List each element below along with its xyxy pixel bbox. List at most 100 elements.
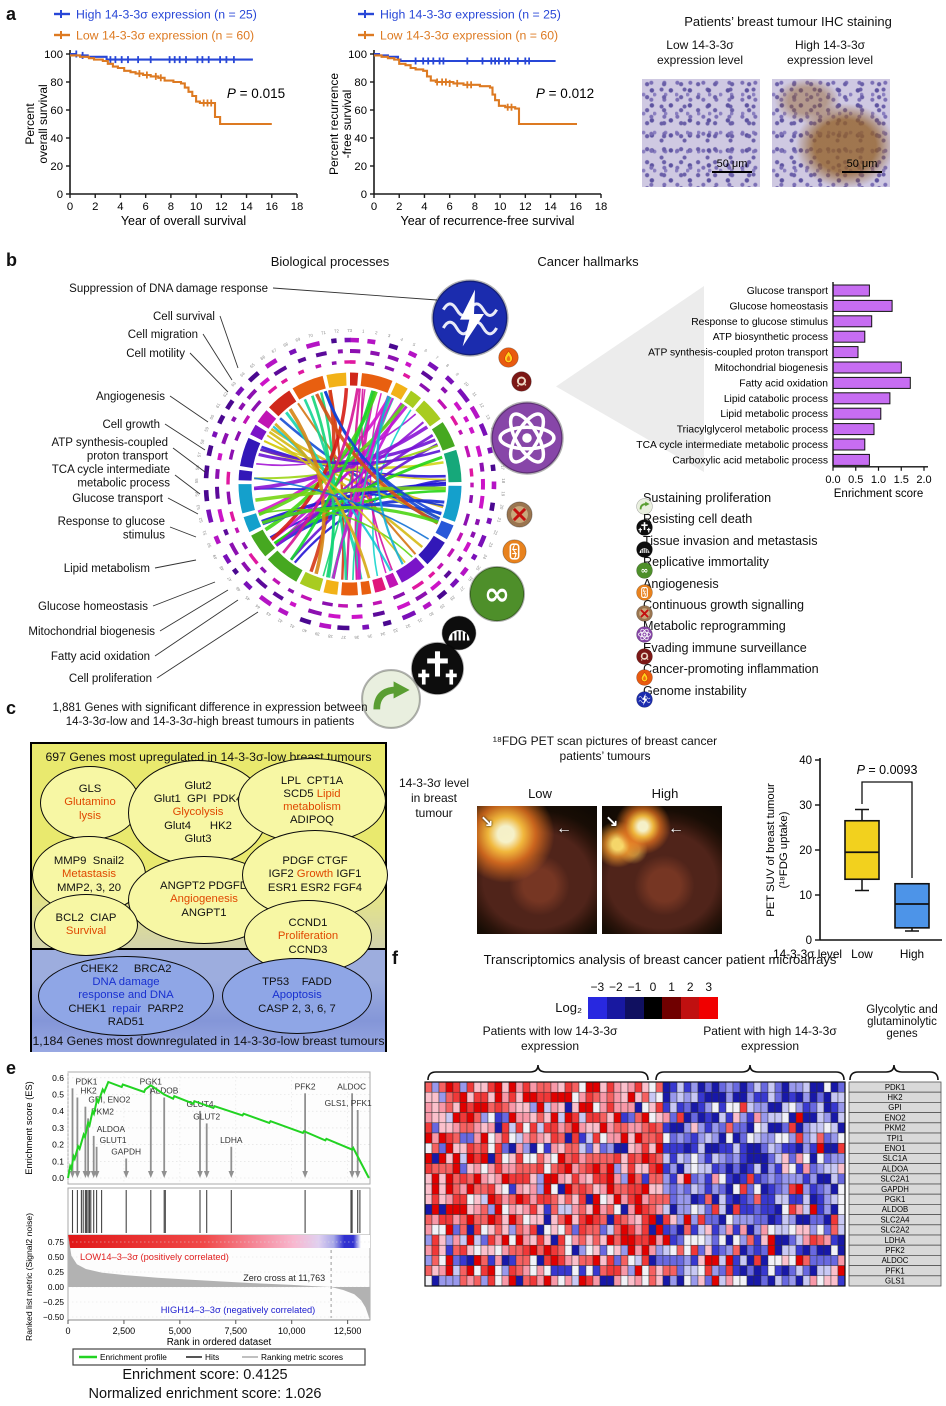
hallmark-legend-row: Resisting cell death [636, 509, 752, 537]
svg-text:33: 33 [392, 627, 399, 633]
box-ytick: 30 [799, 800, 812, 812]
bar-category-label: Fatty acid oxidation [739, 378, 828, 389]
panel-c-title-line2: 14-3-3σ-low and 14-3-3σ-high breast tumo… [65, 715, 355, 728]
km-ytick: 40 [50, 133, 63, 145]
km-overall-survival-chart: High 14-3-3σ expression (n = 25)Low 14-3… [23, 7, 303, 228]
hallmark-legend-row: Cancer-promoting inflammation [636, 659, 819, 686]
gene-label: ENO1 [884, 1144, 905, 1153]
scale-bar-low-label: 50 μm [716, 158, 748, 170]
process-label: Cell proliferation [69, 673, 152, 685]
bar-xtick: 2.0 [916, 474, 931, 486]
svg-text:65: 65 [249, 362, 256, 369]
gene-label: ALDOA [882, 1164, 909, 1173]
gene-arrow: PGK1 [140, 1076, 162, 1178]
hallmark-legend-row: Sustaining proliferation [636, 488, 771, 515]
bar-category-label: Carboxylic acid metabolic process [672, 455, 828, 466]
leader-line [156, 611, 259, 679]
gene-label: GPI [888, 1103, 901, 1112]
bar-category-label: ATP synthesis-coupled proton transport [648, 348, 828, 359]
ihc-low-label-line2: expression level [656, 53, 744, 67]
panel-a-label: a [6, 4, 17, 24]
svg-text:6: 6 [423, 348, 428, 354]
gene-arrow-label: GPI, ENO2 [88, 1095, 130, 1105]
hallmark-legend-row: Evading immune surveillance [636, 638, 807, 665]
km-ytick: 80 [50, 77, 63, 89]
km-xtick: 14 [240, 201, 253, 213]
km-ytick: 60 [50, 105, 63, 117]
gene-label: SLC2A1 [880, 1175, 909, 1184]
gene-oval-line: BCL2 CIAP [55, 911, 117, 924]
log2-tick: −2 [609, 980, 623, 994]
gene-arrow-label: PDK1 [76, 1076, 98, 1086]
svg-text:44: 44 [254, 603, 261, 610]
pet-title-line1: ¹⁸FDG PET scan pictures of breast cancer [492, 734, 718, 748]
svg-text:42: 42 [276, 617, 283, 624]
gsea-xtick: 12,500 [334, 1326, 362, 1336]
svg-text:66: 66 [259, 354, 266, 361]
km-ytick: 20 [354, 161, 367, 173]
gene-label: TPI1 [887, 1134, 903, 1143]
svg-text:4: 4 [400, 337, 405, 343]
bar-category-label: Glucose transport [747, 286, 828, 297]
pet-side-label-line3: tumour [415, 806, 453, 820]
svg-text:64: 64 [239, 371, 246, 378]
leader-line [154, 599, 239, 657]
svg-text:59: 59 [203, 426, 210, 433]
box-ytick: 40 [799, 755, 812, 767]
svg-text:58: 58 [199, 438, 205, 445]
gene-oval-line: Glut3 [184, 832, 212, 845]
brace [427, 1064, 649, 1081]
km-xtick: 8 [472, 201, 478, 213]
scale-bar-high: 50 μm [842, 158, 882, 173]
legend-enrichment-profile: Enrichment profile [100, 1352, 167, 1362]
log2-color-block [643, 997, 663, 1019]
km-ytick: 60 [354, 105, 367, 117]
ihc-title: Patients’ breast tumour IHC staining [684, 14, 892, 29]
pet-high-label: High [651, 786, 679, 801]
group-high-line2: expression [740, 1039, 800, 1053]
log2-tick: 2 [686, 980, 694, 994]
leader-line [169, 526, 197, 538]
svg-text:32: 32 [404, 623, 411, 630]
panel-c-label: c [6, 698, 17, 718]
log2-color-block [680, 997, 700, 1019]
km-xtick: 8 [168, 201, 174, 213]
hallmark-legend-label: Evading immune surveillance [643, 640, 807, 655]
gene-arrow-label: PFK2 [295, 1081, 316, 1091]
bar-row: TCA cycle intermediate metabolic process [636, 438, 866, 451]
process-label: Fatty acid oxidation [51, 651, 150, 663]
km-legend-label: Low 14-3-3σ expression (n = 60) [380, 28, 558, 42]
group-high-line1: Patient with high 14-3-3σ [703, 1024, 837, 1038]
bar [832, 438, 866, 451]
gene-oval-line: PDGF CTGF [282, 855, 348, 868]
km-legend-item: High 14-3-3σ expression (n = 25) [358, 7, 561, 21]
svg-text:7: 7 [435, 355, 440, 361]
hallmark-legend-label: Continuous growth signalling [643, 598, 805, 612]
box-category-high: High [900, 947, 924, 961]
gene-oval-line: Glut2 [184, 780, 212, 793]
svg-text:24: 24 [482, 554, 489, 561]
gene-diagram: 697 Genes most upregulated in 14-3-3σ-lo… [30, 742, 388, 1052]
scale-bar-high-label: 50 μm [846, 158, 878, 170]
gene-label: GAPDH [881, 1185, 909, 1194]
bar [832, 453, 870, 466]
gene-arrow-label: ALDOC [337, 1081, 366, 1091]
log2-tick: 0 [649, 980, 657, 994]
svg-text:57: 57 [196, 451, 202, 457]
hallmark-legend-row: Continuous growth signalling [636, 595, 805, 622]
svg-text:62: 62 [222, 391, 229, 398]
gene-oval-line: DNA damage [92, 976, 160, 989]
svg-text:18: 18 [501, 478, 506, 483]
bar-category-label: ATP biosynthetic process [713, 332, 828, 343]
gene-arrow-label: GLUT1 [100, 1135, 127, 1145]
p-value: P = 0.012 [536, 86, 594, 101]
svg-text:30: 30 [428, 611, 435, 618]
svg-text:3: 3 [387, 333, 391, 339]
